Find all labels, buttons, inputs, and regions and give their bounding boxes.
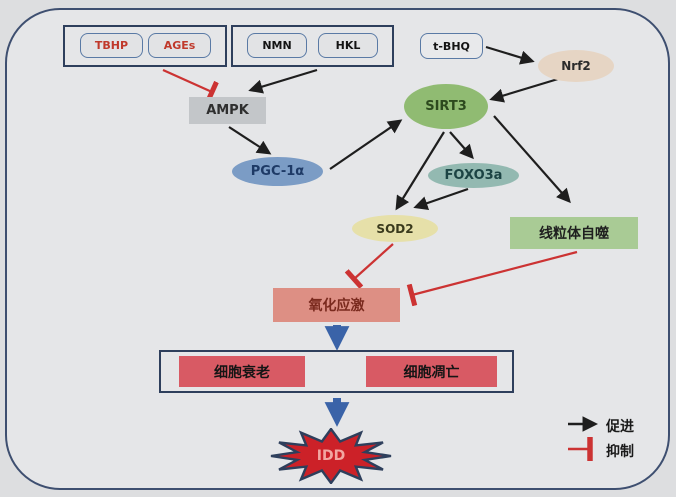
node-idd: IDD [269,426,393,486]
node-oxidative-stress: 氧化应激 [273,288,400,322]
node-hkl: HKL [318,33,378,58]
node-tbhp: TBHP [80,33,143,58]
node-tbhq: t-BHQ [420,33,483,59]
stimulus-group-nmn-hkl [231,25,394,67]
cell-outcomes-box [159,350,514,393]
node-sod2: SOD2 [352,215,438,242]
legend-inhibit-label: 抑制 [606,444,634,460]
node-ages: AGEs [148,33,211,58]
idd-starburst-icon [270,426,392,486]
node-nrf2: Nrf2 [538,50,614,82]
node-foxo3a: FOXO3a [428,163,519,188]
idd-label: IDD [316,448,346,464]
legend-promote-label: 促进 [606,419,634,435]
node-pgc1a: PGC-1α [232,157,323,186]
node-mitophagy: 线粒体自噬 [510,217,638,249]
node-cell-apoptosis: 细胞凋亡 [366,356,497,387]
node-cell-senescence: 细胞衰老 [179,356,305,387]
node-sirt3: SIRT3 [404,84,488,129]
stimulus-group-tbhp-ages [63,25,227,67]
node-nmn: NMN [247,33,307,58]
node-ampk: AMPK [189,97,266,124]
